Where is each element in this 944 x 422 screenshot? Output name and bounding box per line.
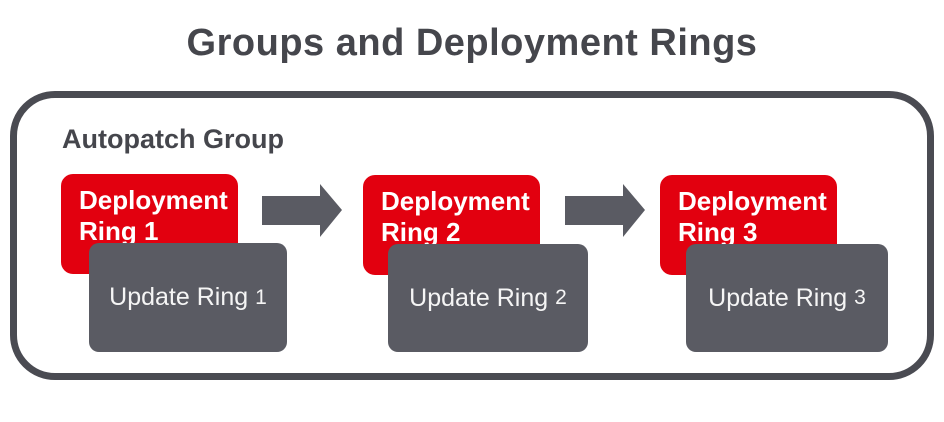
update-ring-3-label: Update Ring (708, 283, 848, 312)
deployment-ring-3-line2: Ring 3 (678, 217, 758, 247)
update-ring-3-box: Update Ring 3 (686, 244, 888, 352)
update-ring-1-box: Update Ring 1 (89, 243, 287, 352)
diagram-title: Groups and Deployment Rings (186, 22, 758, 64)
right-arrow-icon (565, 184, 645, 237)
deployment-ring-1-line2: Ring 1 (79, 216, 159, 246)
deployment-ring-3-line1: Deployment (678, 186, 827, 216)
deployment-ring-2-line1: Deployment (381, 186, 530, 216)
update-ring-2-box: Update Ring 2 (388, 244, 588, 352)
update-ring-2-number: 2 (555, 286, 567, 309)
update-ring-1-number: 1 (255, 285, 267, 309)
autopatch-group-frame (10, 91, 934, 380)
autopatch-group-label: Autopatch Group (62, 124, 284, 154)
deployment-ring-2-line2: Ring 2 (381, 217, 461, 247)
right-arrow-icon (262, 184, 342, 237)
deployment-ring-1-line1: Deployment (79, 185, 228, 215)
update-ring-2-label: Update Ring (409, 283, 549, 312)
update-ring-1-label: Update Ring (109, 283, 249, 311)
update-ring-3-number: 3 (854, 286, 866, 309)
